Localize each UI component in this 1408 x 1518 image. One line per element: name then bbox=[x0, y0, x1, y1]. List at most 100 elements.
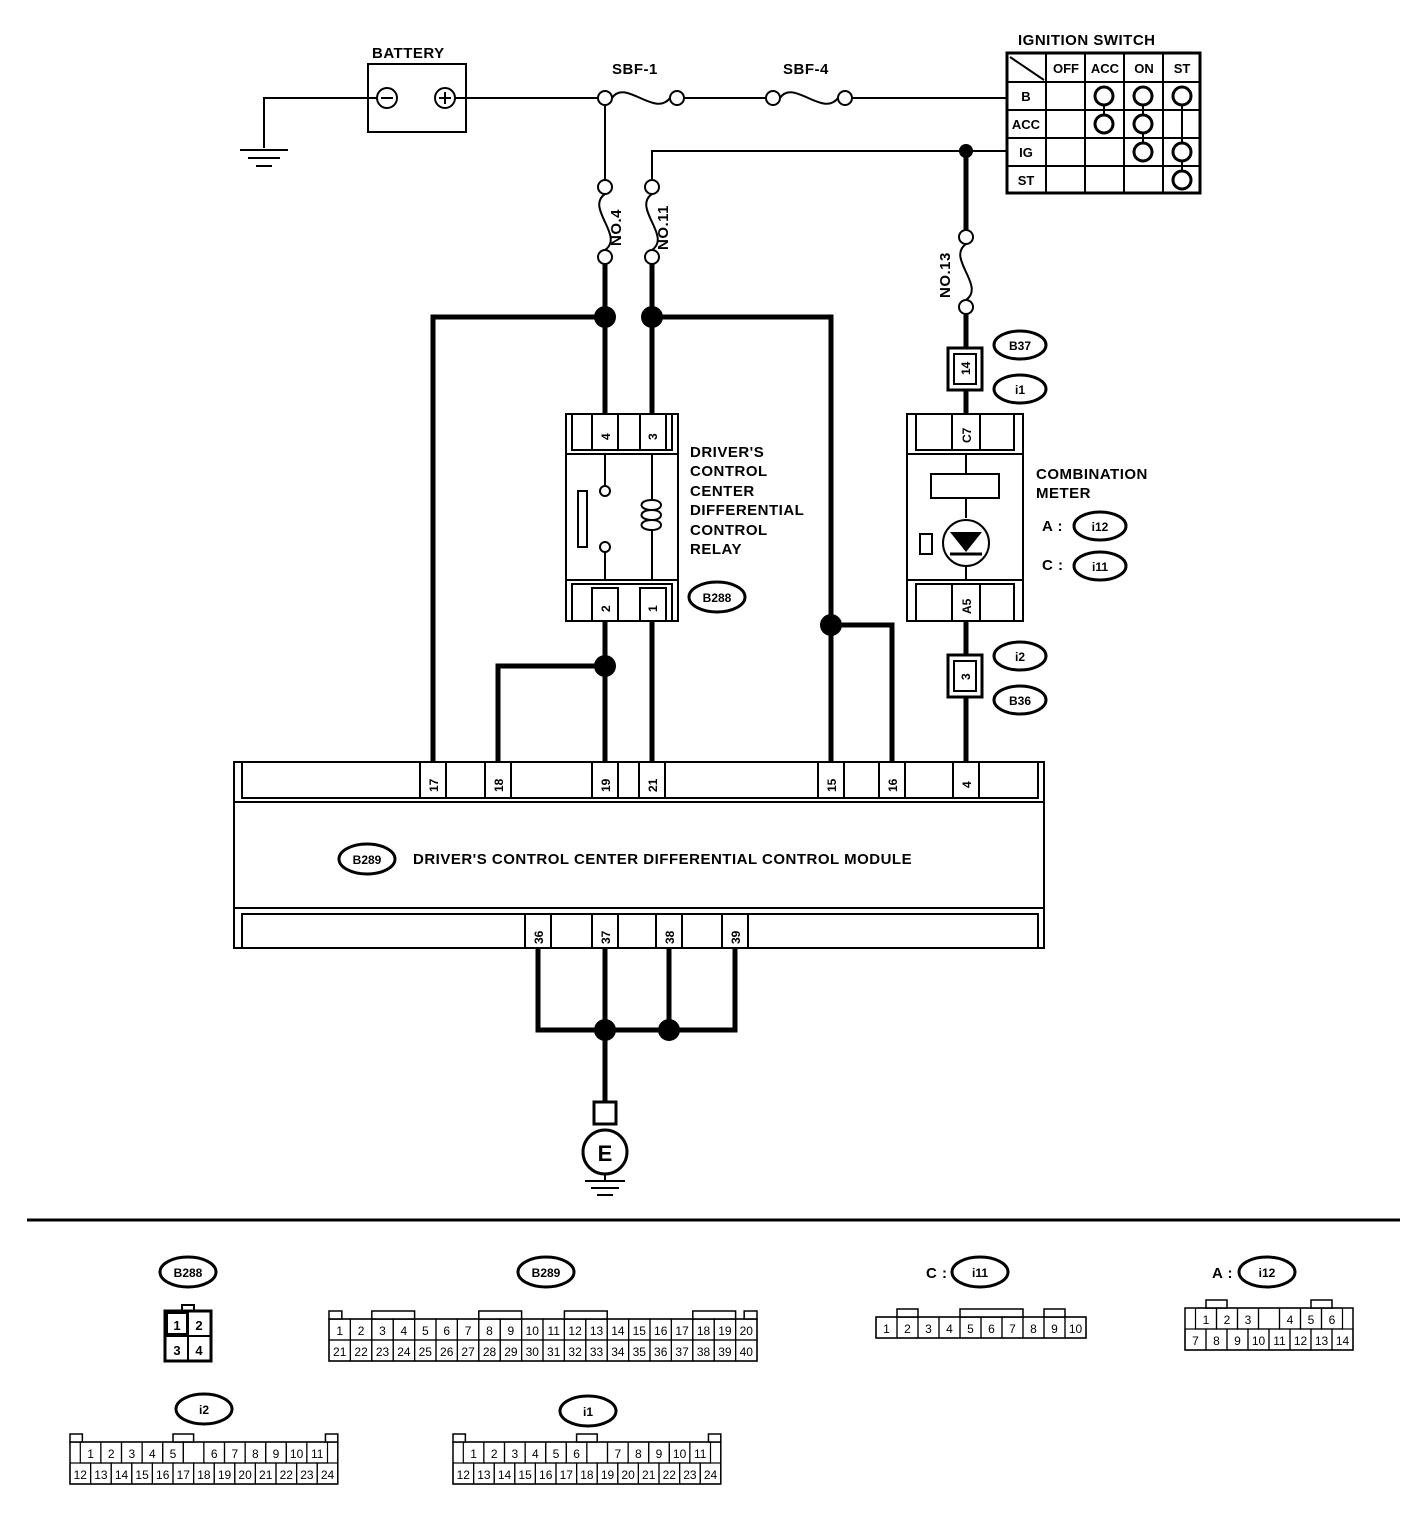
connector-tag-b289: B289 bbox=[337, 842, 397, 876]
svg-text:2: 2 bbox=[195, 1318, 202, 1333]
i11-pin-2: 2 bbox=[904, 1322, 911, 1336]
junction-dots bbox=[594, 306, 842, 677]
fuse-no11-label: NO.11 bbox=[655, 205, 672, 250]
i2-pin-19: 19 bbox=[218, 1468, 232, 1482]
b289-pin-25: 25 bbox=[419, 1345, 433, 1359]
i1-pin-13: 13 bbox=[477, 1468, 491, 1482]
junction-dot bbox=[658, 1019, 680, 1041]
connector-tag-b36: B36 bbox=[992, 684, 1048, 716]
b289-pin-19: 19 bbox=[718, 1324, 732, 1338]
b289-pin-3: 3 bbox=[379, 1324, 386, 1338]
i2-pin-18: 18 bbox=[197, 1468, 211, 1482]
fuse-icon bbox=[959, 243, 973, 301]
i2-pin-5: 5 bbox=[170, 1447, 177, 1461]
b289-pin-39: 39 bbox=[718, 1345, 732, 1359]
fuse-icon bbox=[779, 91, 839, 105]
battery: BATTERY bbox=[367, 45, 467, 133]
fuse-icon bbox=[645, 193, 659, 251]
i2-pin-13: 13 bbox=[94, 1468, 108, 1482]
i1-pin-3: 3 bbox=[511, 1447, 518, 1461]
module-pin-19: 19 bbox=[599, 778, 613, 792]
ground-point-e: E bbox=[581, 1100, 629, 1196]
ignition-switch-label: IGNITION SWITCH bbox=[1018, 32, 1156, 49]
b289-pin-21: 21 bbox=[333, 1345, 347, 1359]
i2-pin-11: 11 bbox=[311, 1447, 324, 1461]
svg-text:i2: i2 bbox=[199, 1403, 209, 1417]
b289-pin-12: 12 bbox=[568, 1324, 582, 1338]
svg-text:i12: i12 bbox=[1092, 520, 1109, 534]
b289-pin-20: 20 bbox=[740, 1324, 754, 1338]
connector-view-b288: B288 1 2 3 4 bbox=[158, 1255, 218, 1363]
i11-pin-10: 10 bbox=[1069, 1322, 1083, 1336]
col-acc: ACC bbox=[1091, 61, 1120, 76]
i11-pin-3: 3 bbox=[925, 1322, 932, 1336]
svg-text:B288: B288 bbox=[174, 1266, 203, 1280]
i2-pin-14: 14 bbox=[115, 1468, 129, 1482]
svg-text:3: 3 bbox=[173, 1343, 180, 1358]
i12-pin-7: 7 bbox=[1192, 1334, 1199, 1348]
b289-pin-23: 23 bbox=[376, 1345, 390, 1359]
switch-blade-icon bbox=[577, 490, 588, 548]
i2-pin-16: 16 bbox=[156, 1468, 170, 1482]
switch-contact-icon bbox=[599, 485, 611, 497]
i2-pin-6: 6 bbox=[211, 1447, 218, 1461]
i2-pin-4: 4 bbox=[149, 1447, 156, 1461]
i2-pin-17: 17 bbox=[177, 1468, 191, 1482]
svg-text:COMBINATION: COMBINATION bbox=[1036, 466, 1148, 483]
i12-pin-9: 9 bbox=[1234, 1334, 1241, 1348]
ground-wires bbox=[535, 948, 738, 1102]
module-pin-4: 4 bbox=[960, 781, 974, 788]
junction-dot bbox=[594, 1019, 616, 1041]
fuse-no4-label: NO.4 bbox=[608, 209, 625, 246]
svg-text:RELAY: RELAY bbox=[690, 541, 742, 558]
i2-pin-3: 3 bbox=[128, 1447, 135, 1461]
b289-pin-15: 15 bbox=[633, 1324, 647, 1338]
i11-pin-5: 5 bbox=[967, 1322, 974, 1336]
control-relay-label: DRIVER'S CONTROL CENTER DIFFERENTIAL CON… bbox=[690, 444, 804, 558]
b289-pin-17: 17 bbox=[675, 1324, 689, 1338]
connector-tag-i1: i1 bbox=[992, 373, 1048, 405]
module-pin-16: 16 bbox=[886, 778, 900, 792]
i1-pin-4: 4 bbox=[532, 1447, 539, 1461]
module-pin-17: 17 bbox=[427, 778, 441, 792]
i11-pin-9: 9 bbox=[1051, 1322, 1058, 1336]
svg-text:CENTER: CENTER bbox=[690, 483, 755, 500]
i2-pin-8: 8 bbox=[252, 1447, 259, 1461]
i2-pin-10: 10 bbox=[290, 1447, 304, 1461]
col-st: ST bbox=[1174, 61, 1191, 76]
module-pin-38: 38 bbox=[663, 930, 677, 944]
i2-pin-1: 1 bbox=[87, 1447, 94, 1461]
i12-pin-5: 5 bbox=[1308, 1313, 1315, 1327]
b289-pin-4: 4 bbox=[401, 1324, 408, 1338]
i12-pin-13: 13 bbox=[1315, 1334, 1329, 1348]
i1-pin-1: 1 bbox=[470, 1447, 477, 1461]
i12-pin-11: 11 bbox=[1273, 1334, 1286, 1348]
svg-text:B289: B289 bbox=[532, 1266, 561, 1280]
b289-pin-22: 22 bbox=[354, 1345, 368, 1359]
b289-pin-8: 8 bbox=[486, 1324, 493, 1338]
i12-pin-14: 14 bbox=[1336, 1334, 1350, 1348]
col-on: ON bbox=[1134, 61, 1154, 76]
i1-pin-16: 16 bbox=[539, 1468, 553, 1482]
connector-tag-i12: i12 bbox=[1072, 510, 1128, 542]
i2-pin-22: 22 bbox=[280, 1468, 294, 1482]
i1-pin-17: 17 bbox=[560, 1468, 574, 1482]
module-pin-39: 39 bbox=[729, 930, 743, 944]
i1-pin-15: 15 bbox=[518, 1468, 532, 1482]
i1-pin-12: 12 bbox=[457, 1468, 471, 1482]
module-pin-18: 18 bbox=[492, 778, 506, 792]
i2-pin-12: 12 bbox=[74, 1468, 88, 1482]
b289-pin-7: 7 bbox=[465, 1324, 472, 1338]
row-acc: ACC bbox=[1012, 117, 1041, 132]
i2-pin-2: 2 bbox=[108, 1447, 115, 1461]
i1-pin-8: 8 bbox=[635, 1447, 642, 1461]
b289-pin-37: 37 bbox=[675, 1345, 689, 1359]
connector-tag-i2: i2 bbox=[992, 640, 1048, 672]
i1-pin-23: 23 bbox=[683, 1468, 697, 1482]
svg-text:1: 1 bbox=[173, 1318, 180, 1333]
